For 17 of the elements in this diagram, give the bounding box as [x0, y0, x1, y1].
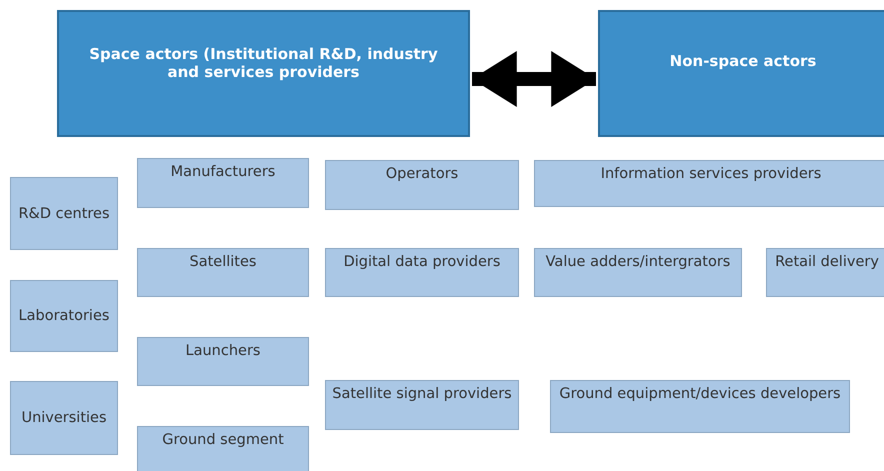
category-box: Operators [325, 160, 519, 210]
category-box: Satellites [137, 248, 309, 297]
category-box: Universities [10, 381, 118, 455]
double-arrow [472, 51, 596, 107]
header-box: Space actors (Institutional R&D, industry and services providers [57, 10, 470, 137]
category-box: R&D centres [10, 177, 118, 250]
category-box: Digital data providers [325, 248, 519, 297]
category-box: Ground segment [137, 426, 309, 471]
category-box: Manufacturers [137, 158, 309, 208]
category-box: Laboratories [10, 280, 118, 352]
category-box: Retail delivery [766, 248, 884, 297]
category-box: Launchers [137, 337, 309, 386]
category-box: Information services providers [534, 160, 884, 207]
category-box: Value adders/intergrators [534, 248, 742, 297]
category-box: Satellite signal providers [325, 380, 519, 430]
header-box: Non-space actors [598, 10, 884, 137]
category-box: Ground equipment/devices developers [550, 380, 850, 433]
